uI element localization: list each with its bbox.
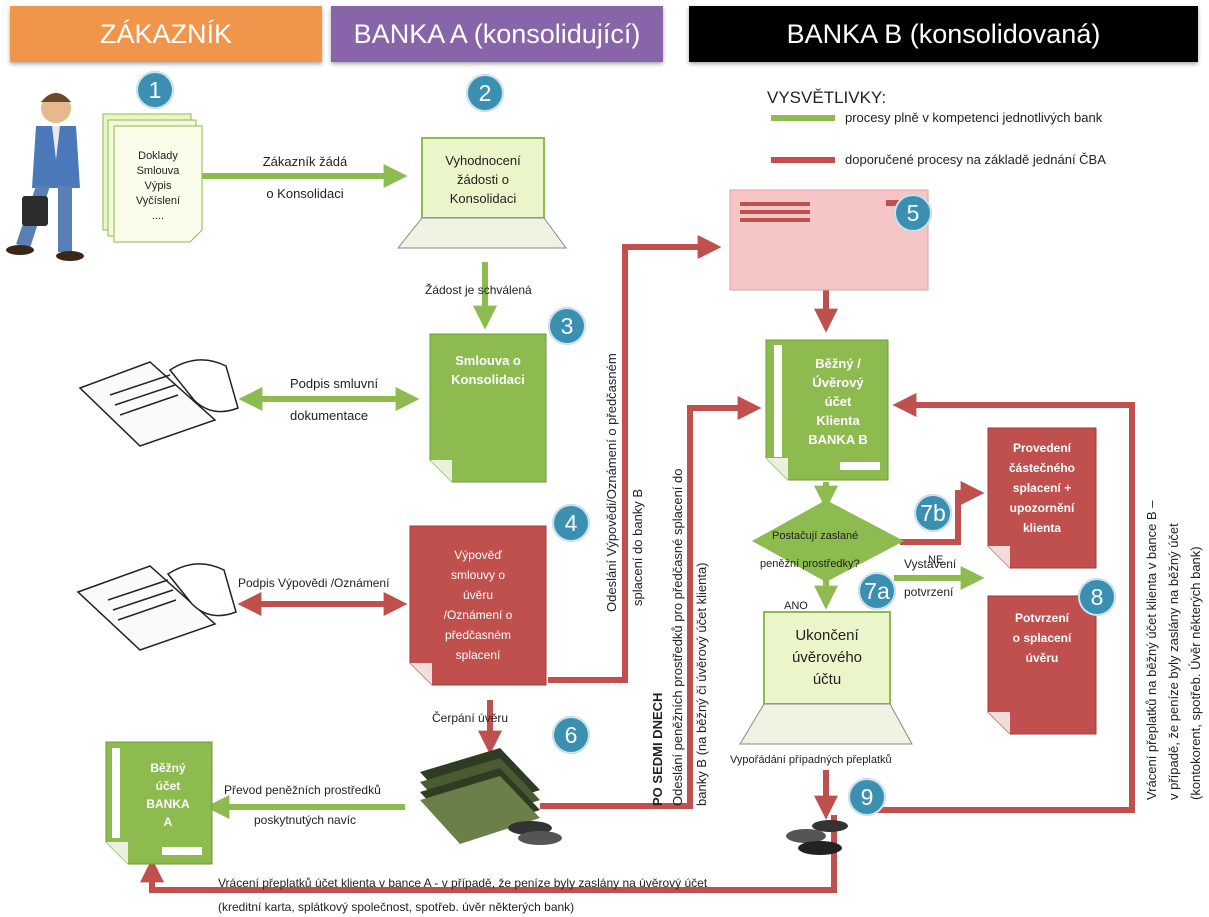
legend-title: VYSVĚTLIVKY: bbox=[767, 88, 887, 107]
label-customer-requests-2: o Konsolidaci bbox=[266, 186, 344, 201]
label-refund-a-2: (kreditní karta, splátkový společnost, s… bbox=[218, 900, 575, 914]
legend-red-label: doporučené procesy na základě jednání ČB… bbox=[845, 152, 1106, 167]
label-send-funds-1: Odeslání peněžních prostředků pro předča… bbox=[670, 468, 685, 807]
arrow-decision-to-partial bbox=[900, 481, 985, 545]
step-2-badge: 2 bbox=[466, 74, 504, 112]
label-issue-1: Vystavení bbox=[904, 557, 957, 571]
label-drawdown: Čerpání úvěru bbox=[432, 711, 509, 725]
contract-document bbox=[429, 333, 547, 483]
label-send-notice-2: splacení do banky B bbox=[630, 488, 645, 606]
label-decision-2: peněžní prostředky? bbox=[760, 558, 860, 570]
label-transfer-1: Převod peněžních prostředků bbox=[224, 783, 381, 797]
signature-contract-illustration bbox=[78, 359, 239, 447]
step-7a-badge: 7a bbox=[858, 572, 896, 610]
account-a-document bbox=[105, 741, 213, 865]
header-bank-b: BANKA B (konsolidovaná) bbox=[689, 6, 1198, 62]
step-5-badge: 5 bbox=[894, 194, 932, 232]
label-customer-requests-1: Zákazník žádá bbox=[262, 154, 348, 169]
termination-document bbox=[409, 525, 547, 686]
label-transfer-2: poskytnutých navíc bbox=[254, 813, 357, 827]
customer-figure bbox=[6, 93, 84, 261]
step-8-badge: 8 bbox=[1078, 578, 1116, 616]
label-yes: ANO bbox=[784, 600, 808, 612]
legend-green-label: procesy plně v kompetenci jednotlivých b… bbox=[845, 110, 1103, 125]
header-customer: ZÁKAZNÍK bbox=[10, 6, 322, 62]
header-bank-a-label: BANKA A (konsolidující) bbox=[353, 18, 641, 49]
label-sign-contract-1: Podpis smluvní bbox=[290, 376, 379, 391]
customer-doc-stack bbox=[102, 113, 203, 243]
label-seven-days: PO SEDMI DNECH bbox=[650, 692, 665, 806]
label-decision-1: Postačují zaslané bbox=[772, 530, 859, 542]
label-issue-2: potvrzení bbox=[904, 585, 954, 599]
label-approved: Žádost je schválená bbox=[425, 283, 532, 297]
money-stack bbox=[420, 748, 562, 845]
evaluation-laptop bbox=[396, 137, 567, 249]
closure-laptop bbox=[739, 611, 913, 745]
coins bbox=[786, 820, 848, 855]
header-bank-b-label: BANKA B (konsolidovaná) bbox=[786, 18, 1101, 49]
arrow-refund-to-bank-b bbox=[860, 393, 1135, 813]
label-send-notice-1: Odeslání Výpovědi/Oznámení o předčasném bbox=[604, 353, 619, 612]
label-send-funds-2: banky B (na běžný či úvěrový účet klient… bbox=[694, 562, 709, 806]
header-customer-label: ZÁKAZNÍK bbox=[99, 18, 233, 49]
label-refund-b-2: v případě, že peníze byly zaslány na běž… bbox=[1166, 523, 1181, 800]
step-1-badge: 1 bbox=[136, 71, 174, 109]
signature-termination-illustration bbox=[76, 563, 237, 651]
label-no: NE bbox=[928, 554, 944, 566]
label-refund-b-1: Vrácení přeplatků na běžný účet klienta … bbox=[1144, 500, 1159, 800]
step-4-badge: 4 bbox=[552, 504, 590, 542]
arrow-money-to-account-b bbox=[540, 396, 762, 809]
step-7b-badge: 7b bbox=[914, 494, 952, 532]
step-9-badge: 9 bbox=[848, 778, 886, 816]
account-b-document bbox=[765, 339, 889, 481]
label-settlement: Vypořádání případných přeplatků bbox=[730, 754, 892, 766]
step-3-badge: 3 bbox=[548, 307, 586, 345]
partial-payment-document bbox=[987, 427, 1097, 569]
decision-diamond bbox=[752, 500, 904, 582]
header-bank-a: BANKA A (konsolidující) bbox=[331, 6, 663, 62]
arrow-termination-to-bank-b bbox=[548, 235, 722, 683]
step-6-badge: 6 bbox=[552, 716, 590, 754]
label-sign-termination: Podpis Výpovědi /Oznámení bbox=[238, 576, 390, 590]
label-refund-b-3: (kontokorent, spotřeb. Úvěr některých ba… bbox=[1188, 546, 1203, 800]
label-refund-a-1: Vrácení přeplatků účet klienta v bance A… bbox=[218, 876, 708, 890]
label-sign-contract-2: dokumentace bbox=[290, 408, 369, 423]
